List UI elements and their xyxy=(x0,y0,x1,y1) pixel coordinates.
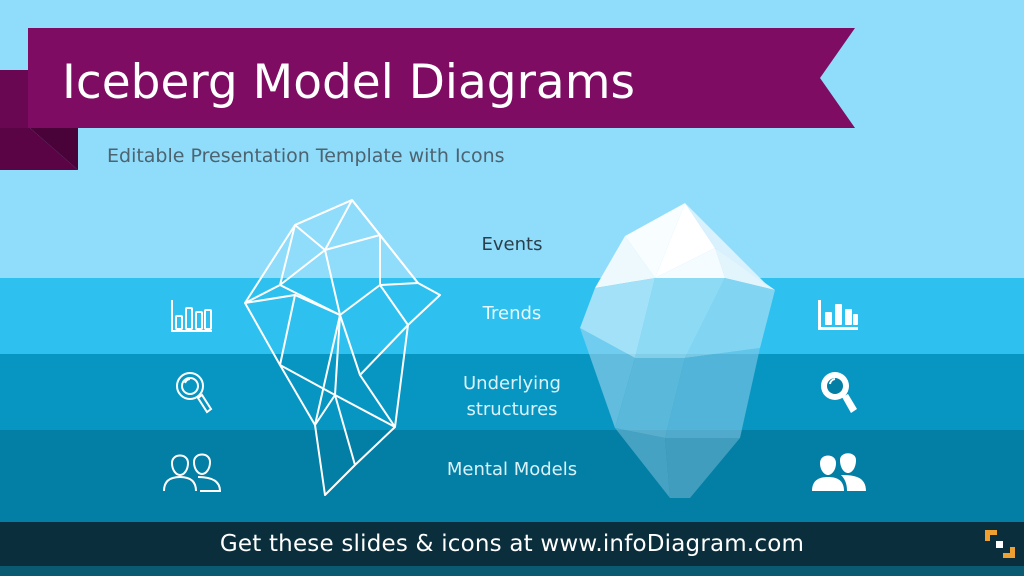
layer-label-underlying-structures: Underlying structures xyxy=(412,371,612,423)
iceberg-outline-icon xyxy=(244,199,441,496)
people-outline-icon xyxy=(163,453,222,492)
footer-link-text[interactable]: Get these slides & icons at www.infoDiag… xyxy=(219,531,805,557)
layer-label-trends: Trends xyxy=(482,303,542,324)
footer-bar xyxy=(0,522,1024,566)
slide-title: Iceberg Model Diagrams xyxy=(62,55,635,110)
label-line: Underlying xyxy=(463,373,561,394)
title-ribbon xyxy=(0,28,855,170)
magnifier-solid-icon xyxy=(821,372,857,413)
bar-chart-outline-icon xyxy=(171,300,212,332)
structures-band xyxy=(0,354,1024,430)
layer-label-mental-models: Mental Models xyxy=(446,459,578,480)
footer-bottom-strip xyxy=(0,566,1024,576)
iceberg-solid-icon xyxy=(580,203,775,498)
people-solid-icon xyxy=(812,453,866,491)
infodiagram-logo-icon[interactable] xyxy=(985,530,1015,558)
magnifier-outline-icon xyxy=(176,372,213,414)
bar-chart-solid-icon xyxy=(818,300,858,330)
label-line: structures xyxy=(466,399,558,420)
slide-subtitle: Editable Presentation Template with Icon… xyxy=(107,145,505,167)
layer-label-events: Events xyxy=(481,234,543,255)
